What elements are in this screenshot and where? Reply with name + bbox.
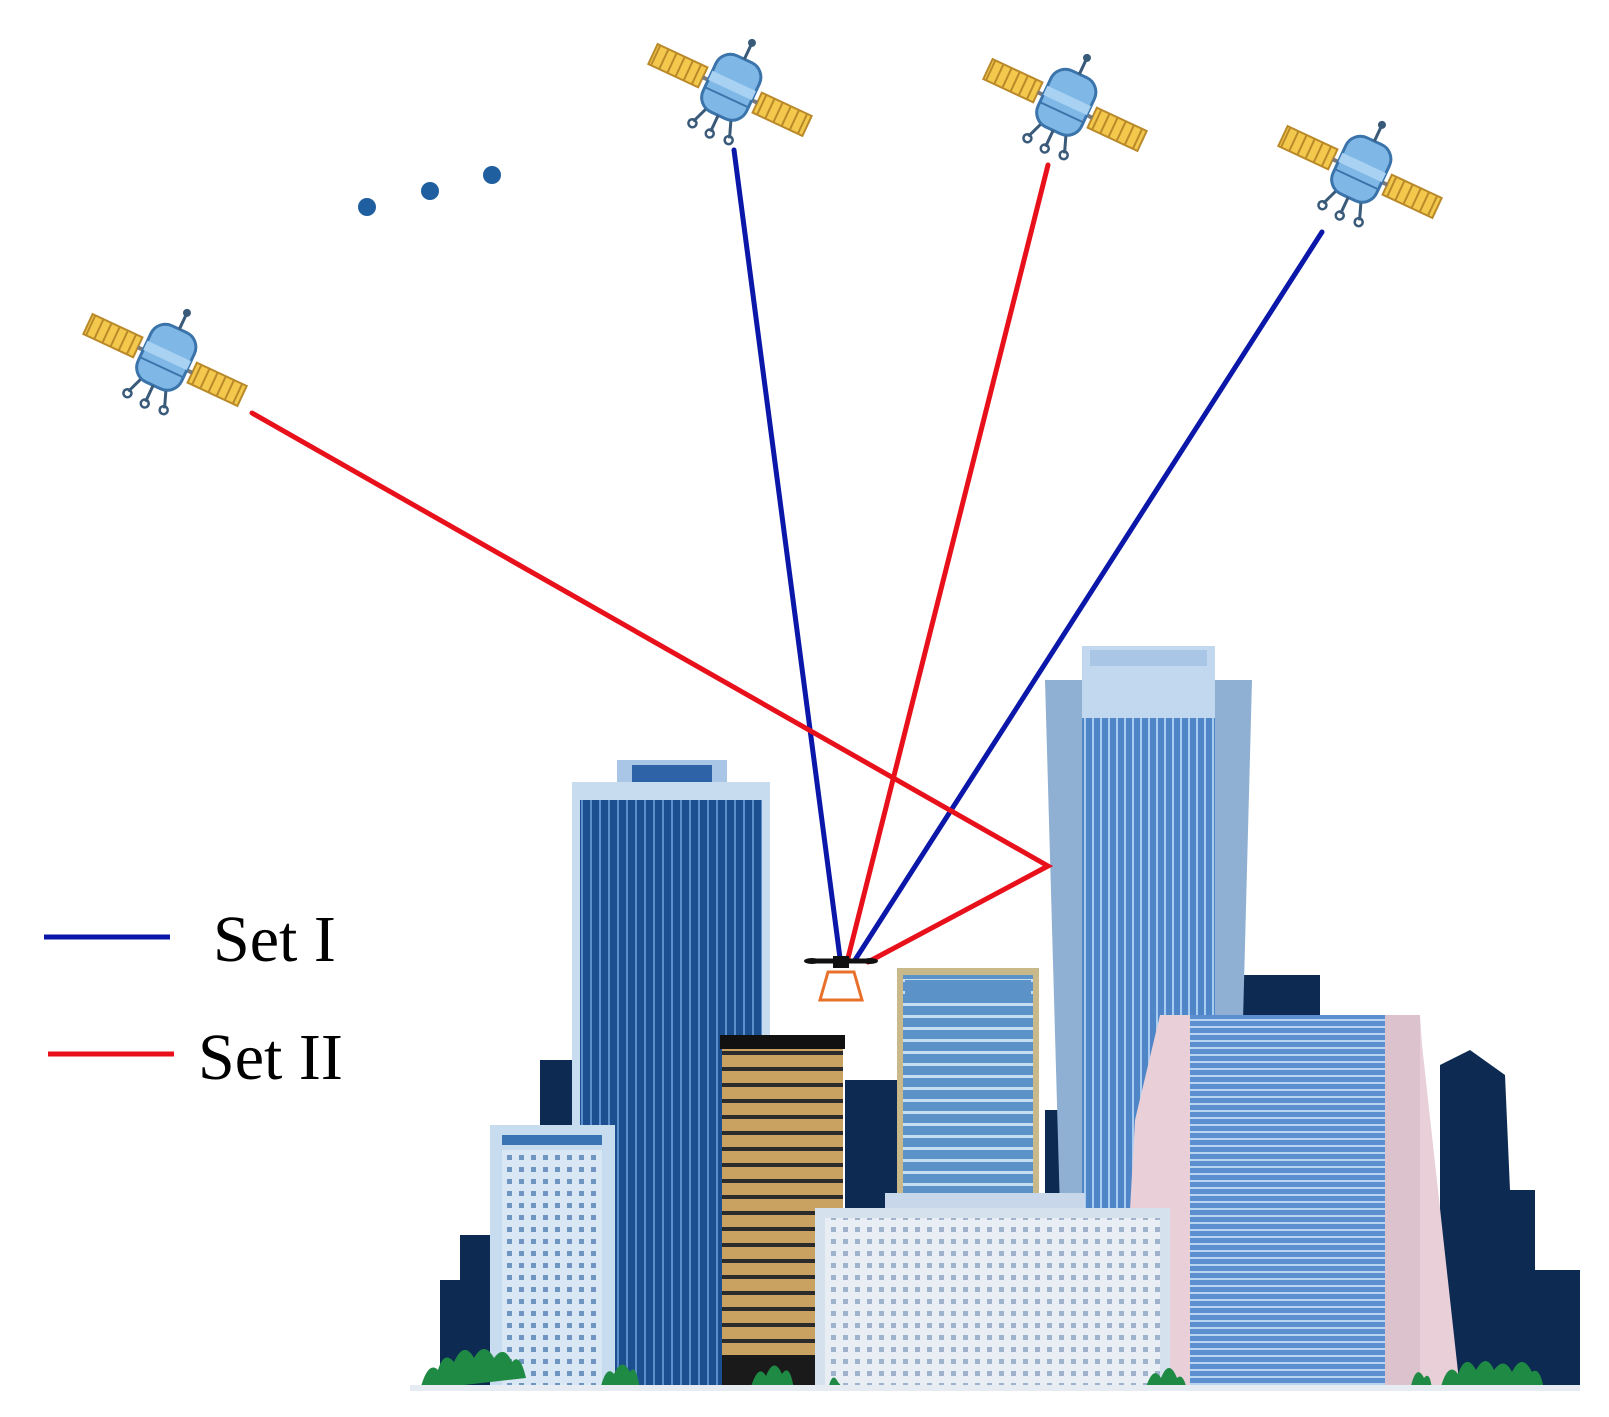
trees xyxy=(420,1349,1544,1390)
satellite-icon xyxy=(75,300,255,420)
receiver-icon xyxy=(804,956,878,1002)
signal-set-ii-sat3 xyxy=(845,162,1051,961)
building-silhouette xyxy=(1440,1050,1580,1390)
signal-lines xyxy=(249,147,1325,965)
legend-label-set-i: Set I xyxy=(213,903,336,976)
signal-set-i-sat4 xyxy=(852,229,1325,963)
satellite-icon xyxy=(640,30,820,150)
building-center-striped xyxy=(897,968,1039,1198)
signal-set-i-sat2 xyxy=(731,147,843,961)
building-wide-dotted xyxy=(815,1193,1170,1390)
city-skyline xyxy=(410,646,1580,1391)
building-pink-striped xyxy=(1120,1015,1460,1390)
building-small-dotted xyxy=(490,1125,615,1390)
ellipsis-icon xyxy=(358,166,501,216)
satellite-icon xyxy=(975,45,1155,165)
satellite-icon xyxy=(1270,112,1450,232)
legend: Set I Set II xyxy=(44,903,343,1094)
legend-label-set-ii: Set II xyxy=(198,1021,343,1094)
signal-set-ii-sat1-reflected xyxy=(249,410,1054,965)
